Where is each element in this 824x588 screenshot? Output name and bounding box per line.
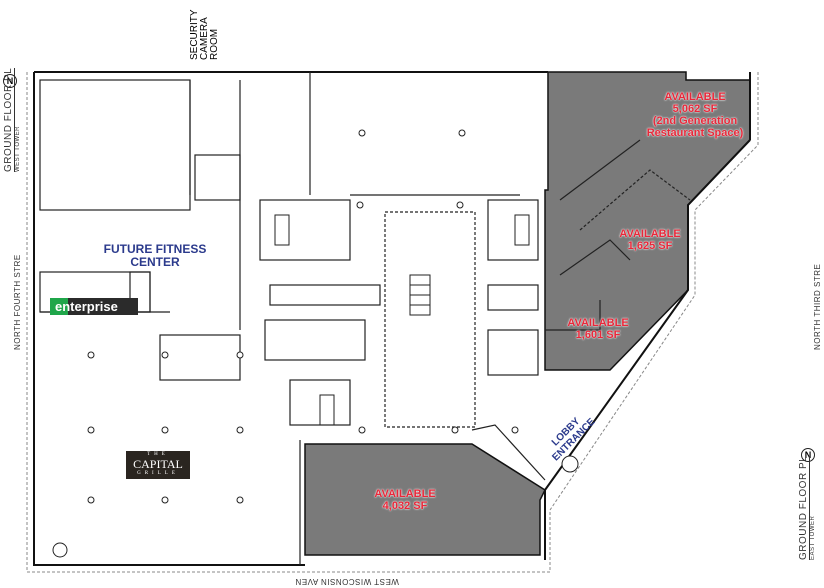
fitness-line: FUTURE FITNESS bbox=[103, 242, 207, 256]
fitness-center-label: FUTURE FITNESS CENTER bbox=[95, 242, 215, 270]
street-west-wisconsin: WEST WISCONSIN AVEN bbox=[295, 577, 399, 586]
logo-main: CAPITAL bbox=[133, 457, 183, 471]
tower-name: WEST TOWER bbox=[15, 125, 21, 172]
available-4032-label[interactable]: AVAILABLE 4,032 SF bbox=[370, 488, 440, 512]
available-size: 5,062 SF bbox=[672, 103, 718, 116]
north-arrow-icon: N bbox=[801, 448, 815, 462]
available-label: AVAILABLE bbox=[567, 317, 629, 329]
security-camera-room-label: SECURITY CAMERA ROOM bbox=[189, 9, 260, 74]
available-label: AVAILABLE bbox=[374, 488, 436, 500]
columns bbox=[87, 129, 519, 504]
street-north-fourth: NORTH FOURTH STRE bbox=[13, 254, 22, 350]
available-note: (2nd Generation bbox=[652, 115, 738, 128]
street-north-third: NORTH THIRD STRE bbox=[813, 263, 822, 350]
plan-title: GROUND FLOOR PL bbox=[3, 67, 15, 172]
fitness-line: CENTER bbox=[130, 255, 180, 270]
available-space-4032[interactable] bbox=[304, 443, 546, 556]
available-size: 4,032 SF bbox=[382, 500, 428, 513]
enterprise-text: enterprise bbox=[55, 299, 118, 314]
available-1601-label[interactable]: AVAILABLE 1,601 SF bbox=[563, 317, 633, 341]
west-plan-label: GROUND FLOOR PL WEST TOWER bbox=[3, 67, 21, 172]
available-size: 1,601 SF bbox=[575, 329, 621, 342]
capital-grille-logo: THE CAPITAL GRILLE bbox=[126, 451, 190, 479]
north-arrow-icon: N bbox=[3, 74, 17, 88]
stairs bbox=[274, 214, 530, 426]
logo-top: THE bbox=[147, 452, 169, 457]
plan-title: GROUND FLOOR PL bbox=[798, 455, 810, 560]
available-label: AVAILABLE bbox=[664, 91, 726, 103]
logo-bottom: GRILLE bbox=[137, 471, 179, 476]
east-plan-label: GROUND FLOOR PL EAST TOWER bbox=[798, 455, 816, 560]
tower-name: EAST TOWER bbox=[810, 515, 816, 560]
available-note: Restaurant Space) bbox=[646, 127, 744, 140]
security-line: ROOM bbox=[209, 28, 220, 60]
available-label: AVAILABLE bbox=[619, 228, 681, 240]
available-5062-label[interactable]: AVAILABLE 5,062 SF (2nd Generation Resta… bbox=[640, 91, 750, 139]
available-size: 1,625 SF bbox=[627, 240, 673, 253]
enterprise-logo: enterprise bbox=[50, 298, 138, 315]
revolving-door[interactable] bbox=[561, 455, 579, 473]
available-1625-label[interactable]: AVAILABLE 1,625 SF bbox=[615, 228, 685, 252]
